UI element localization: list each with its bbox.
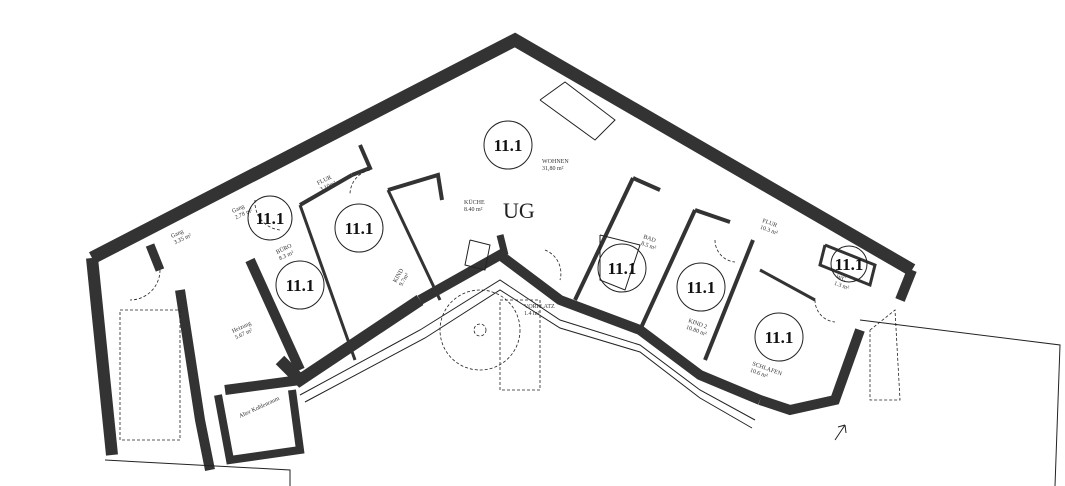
svg-text:1.3 m²: 1.3 m² xyxy=(833,281,850,292)
svg-text:Gang: Gang xyxy=(170,229,184,240)
room-alter-kohlenraum: Alter Kohlenraum xyxy=(238,396,281,420)
marker-label: 11.1 xyxy=(687,278,716,297)
room-marker: 11.1 xyxy=(830,245,868,283)
svg-text:KÜCHE: KÜCHE xyxy=(464,199,485,206)
marker-label: 11.1 xyxy=(345,219,374,238)
svg-text:8.40 m²: 8.40 m² xyxy=(464,207,483,213)
room-marker: 11.1 xyxy=(247,195,293,241)
svg-text:VORPLATZ: VORPLATZ xyxy=(524,304,555,310)
marker-circles: 11.1 11.1 11.1 11.1 11.1 11.1 11.1 11.1 xyxy=(247,120,868,362)
marker-label: 11.1 xyxy=(256,209,285,228)
room-wc: WC1.3 m² xyxy=(833,274,850,292)
marker-label: 11.1 xyxy=(765,328,794,347)
svg-text:Gang: Gang xyxy=(231,204,245,215)
room-marker: 11.1 xyxy=(676,262,726,312)
svg-text:FLUR: FLUR xyxy=(316,175,332,187)
svg-text:1.4 m²: 1.4 m² xyxy=(524,311,540,317)
svg-text:BAD: BAD xyxy=(642,234,657,244)
marker-label: 11.1 xyxy=(835,255,864,274)
marker-label: 11.1 xyxy=(494,136,523,155)
svg-text:8.5 m²: 8.5 m² xyxy=(640,241,657,252)
stairs xyxy=(119,289,901,441)
svg-text:31,80 m²: 31,80 m² xyxy=(542,166,564,172)
facade-lines xyxy=(104,81,1061,486)
room-kind-2: KIND 210.80 m² xyxy=(685,318,708,338)
marker-label: 11.1 xyxy=(286,276,315,295)
door-swings xyxy=(129,169,836,323)
room-marker: 11.1 xyxy=(334,203,384,253)
level-label: UG xyxy=(503,198,535,223)
room-marker: 11.1 xyxy=(275,260,325,310)
walls xyxy=(86,32,917,471)
svg-text:WC: WC xyxy=(835,274,846,283)
marker-label: 11.1 xyxy=(608,259,637,278)
svg-text:Alter Kohlenraum: Alter Kohlenraum xyxy=(238,396,281,420)
room-marker: 11.1 xyxy=(754,312,804,362)
room-marker: 11.1 xyxy=(597,243,647,293)
svg-text:WOHNEN: WOHNEN xyxy=(542,159,569,165)
room-marker: 11.1 xyxy=(483,120,533,170)
svg-text:FLUR: FLUR xyxy=(761,218,777,229)
